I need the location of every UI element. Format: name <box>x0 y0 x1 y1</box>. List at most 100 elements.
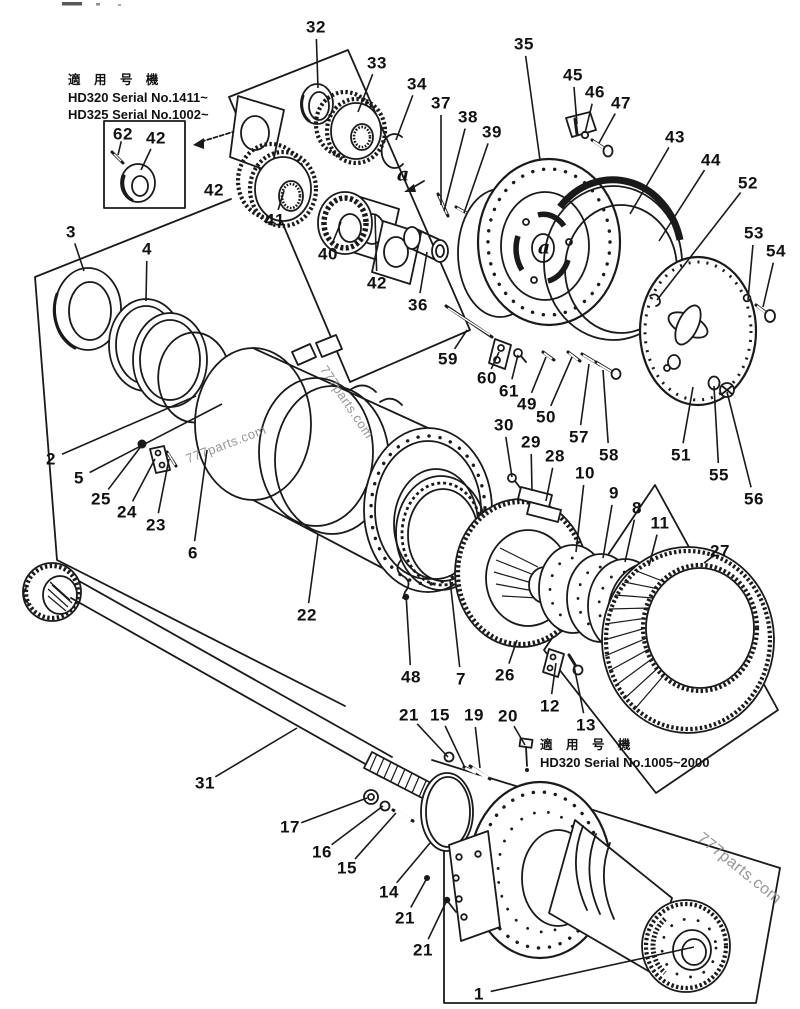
callout-54: 54 <box>766 241 786 261</box>
serial-note-bottom-kanji: 適 用 号 機 <box>540 738 636 752</box>
callout-61: 61 <box>499 381 519 401</box>
leader-line-21 <box>427 899 448 940</box>
callout-34: 34 <box>407 74 427 94</box>
callout-13: 13 <box>576 715 596 735</box>
callout-58: 58 <box>599 445 619 465</box>
seal-ring-stack <box>52 267 229 424</box>
lock-link-12-13 <box>542 648 584 678</box>
callout-33: 33 <box>367 53 387 73</box>
callout-11: 11 <box>650 513 670 533</box>
bottom-section-panel <box>431 759 781 1004</box>
leader-line-33 <box>357 73 374 113</box>
callout-53: 53 <box>744 223 764 243</box>
callout-26: 26 <box>495 665 515 685</box>
callout-28: 28 <box>545 446 565 466</box>
callout-43: 43 <box>665 127 685 147</box>
callout-6: 6 <box>188 543 198 563</box>
callout-31: 31 <box>195 773 215 793</box>
leader-line-16 <box>331 805 384 846</box>
callout-42: 42 <box>367 273 387 293</box>
leader-line-15 <box>354 812 397 860</box>
callout-46: 46 <box>585 82 605 102</box>
leader-line-2 <box>61 395 197 455</box>
axle-housing-group <box>363 737 731 993</box>
leader-line-8 <box>624 519 636 563</box>
leader-line-48 <box>405 593 412 666</box>
leader-line-19 <box>474 726 481 769</box>
leader-line-39 <box>463 143 489 214</box>
hardware-23-24-25 <box>137 439 178 474</box>
leader-line-28 <box>545 467 554 502</box>
leader-line-52 <box>656 191 742 301</box>
callout-1: 1 <box>474 984 484 1004</box>
leader-line-21 <box>416 723 449 758</box>
leader-line-36 <box>419 251 428 294</box>
serial-note-top-kanji: 適 用 号 機 <box>68 73 164 87</box>
o-ring-14 <box>420 772 474 852</box>
callout-16: 16 <box>312 842 332 862</box>
callout-17: 17 <box>280 817 300 837</box>
callout-57: 57 <box>569 427 589 447</box>
callout-41: 41 <box>265 210 285 230</box>
callout-15: 15 <box>430 705 450 725</box>
callout-7: 7 <box>456 669 466 689</box>
callout-25: 25 <box>91 489 111 509</box>
leader-line-42 <box>140 148 152 171</box>
leader-line-5 <box>89 403 223 474</box>
callout-47: 47 <box>611 93 631 113</box>
inset-detail-seal <box>110 130 237 203</box>
callout-19: 19 <box>464 705 484 725</box>
leader-line-26 <box>508 639 518 664</box>
inset-arrow <box>193 138 204 149</box>
leader-line-58 <box>602 369 609 444</box>
leader-line-47 <box>598 113 616 144</box>
callout-20: 20 <box>498 706 518 726</box>
leader-line-29 <box>530 453 533 492</box>
scan-artifact <box>62 2 121 6</box>
leader-line-7 <box>449 579 461 668</box>
cap-17 <box>363 789 379 805</box>
leader-line-17 <box>300 797 368 824</box>
leader-line-50 <box>550 356 573 407</box>
callout-24: 24 <box>117 502 137 522</box>
callout-32: 32 <box>306 17 326 37</box>
leader-line-35 <box>524 55 541 161</box>
callout-10: 10 <box>575 463 595 483</box>
callout-50: 50 <box>536 407 556 427</box>
callout-49: 49 <box>517 394 537 414</box>
bolt-54 <box>764 309 776 323</box>
leader-line-62 <box>117 141 123 156</box>
serial-note-top: 適 用 号 機 HD320 Serial No.1411~ HD325 Seri… <box>68 72 209 124</box>
callout-35: 35 <box>514 34 534 54</box>
leader-line-59 <box>453 329 468 350</box>
leader-line-27 <box>703 554 715 564</box>
leader-line-24 <box>131 458 156 502</box>
callout-21: 21 <box>399 705 419 725</box>
drum-housing-22 <box>194 334 493 593</box>
leader-line-25 <box>107 444 143 490</box>
leader-line-49 <box>530 356 547 394</box>
bolt-53 <box>742 293 752 303</box>
callout-9: 9 <box>609 483 619 503</box>
leader-line-42 <box>374 214 378 272</box>
leader-line-22 <box>307 533 319 604</box>
callout-55: 55 <box>709 465 729 485</box>
link-60 <box>488 338 512 370</box>
leader-line-34 <box>395 94 414 141</box>
leader-line-1 <box>490 946 695 993</box>
direction-arrow-a <box>404 184 416 192</box>
callout-44: 44 <box>701 150 721 170</box>
callout-29: 29 <box>521 432 541 452</box>
leader-line-30 <box>505 436 513 478</box>
mid-hardware <box>444 304 622 523</box>
leader-line-11 <box>648 534 658 567</box>
callout-21: 21 <box>413 940 433 960</box>
leader-line-31 <box>214 727 298 778</box>
leader-line-23 <box>157 458 170 514</box>
callout-3: 3 <box>66 222 76 242</box>
leader-line-21 <box>410 877 428 908</box>
callout-22: 22 <box>297 605 317 625</box>
leader-line-45 <box>573 86 578 125</box>
callout-14: 14 <box>379 882 399 902</box>
